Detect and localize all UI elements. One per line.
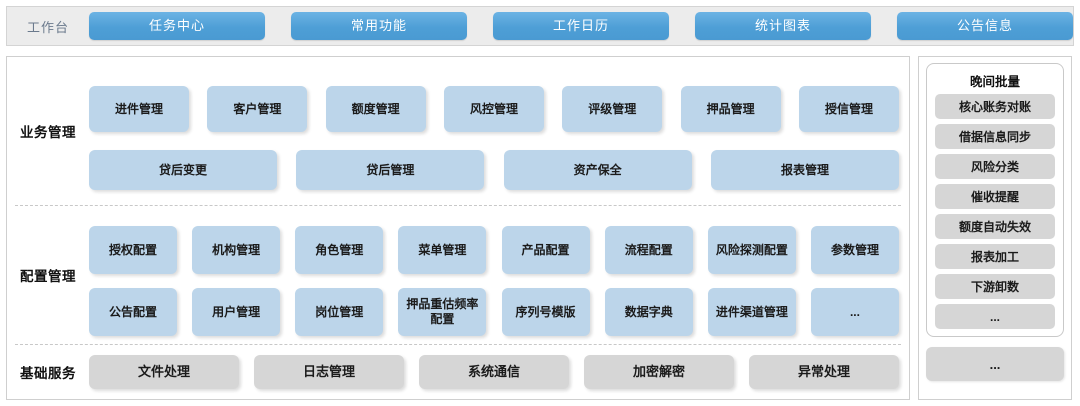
config-row-secondary: 公告配置 用户管理 岗位管理 押品重估频率配置 序列号模版 数据字典 进件渠道管… (89, 288, 899, 336)
module-card-user-management[interactable]: 用户管理 (192, 288, 281, 336)
module-card-data-dictionary[interactable]: 数据字典 (604, 288, 693, 336)
right-panel-more-card[interactable]: ... (926, 347, 1064, 381)
module-card-collateral-revaluation-frequency-config[interactable]: 押品重估频率配置 (398, 288, 487, 336)
batch-item-collection-reminder[interactable]: 催收提醒 (935, 184, 1055, 209)
business-row-primary: 进件管理 客户管理 额度管理 风控管理 评级管理 押品管理 授信管理 (89, 86, 899, 132)
section-business-management: 业务管理 进件管理 客户管理 额度管理 风控管理 评级管理 押品管理 授信管理 … (7, 57, 909, 205)
section-body-business-management: 进件管理 客户管理 额度管理 风控管理 评级管理 押品管理 授信管理 贷后变更 … (89, 72, 909, 190)
section-body-basic-services: 文件处理 日志管理 系统通信 加密解密 异常处理 (89, 355, 909, 389)
section-divider-business-config (15, 205, 901, 206)
module-card-encryption-decryption[interactable]: 加密解密 (584, 355, 734, 389)
module-card-rating-management[interactable]: 评级管理 (562, 86, 663, 132)
batch-item-report-processing[interactable]: 报表加工 (935, 244, 1055, 269)
night-batch-panel: 晚间批量 核心账务对账 借据信息同步 风险分类 催收提醒 额度自动失效 报表加工… (918, 56, 1072, 400)
night-batch-title: 晚间批量 (969, 75, 1020, 89)
module-card-post-loan-change[interactable]: 贷后变更 (89, 150, 277, 190)
batch-item-core-account-reconciliation[interactable]: 核心账务对账 (935, 94, 1055, 119)
module-card-system-communication[interactable]: 系统通信 (419, 355, 569, 389)
nav-button-announcements[interactable]: 公告信息 (897, 12, 1073, 40)
batch-item-downstream-data-unload[interactable]: 下游卸数 (935, 274, 1055, 299)
module-card-parameter-management[interactable]: 参数管理 (810, 226, 899, 274)
module-card-product-config[interactable]: 产品配置 (501, 226, 590, 274)
module-map-panel: 业务管理 进件管理 客户管理 额度管理 风控管理 评级管理 押品管理 授信管理 … (6, 56, 910, 400)
module-card-credit-granting-management[interactable]: 授信管理 (798, 86, 899, 132)
business-row-secondary: 贷后变更 贷后管理 资产保全 报表管理 (89, 150, 899, 190)
section-label-basic-services: 基础服务 (20, 366, 76, 381)
module-card-asset-preservation[interactable]: 资产保全 (503, 150, 692, 190)
batch-item-iou-info-sync[interactable]: 借据信息同步 (935, 124, 1055, 149)
module-card-process-config[interactable]: 流程配置 (604, 226, 693, 274)
module-card-customer-management[interactable]: 客户管理 (207, 86, 308, 132)
module-card-incoming-channel-management[interactable]: 进件渠道管理 (707, 288, 796, 336)
module-card-authorization-config[interactable]: 授权配置 (89, 226, 177, 274)
module-card-role-management[interactable]: 角色管理 (295, 226, 384, 274)
module-card-menu-management[interactable]: 菜单管理 (398, 226, 487, 274)
section-config-management: 配置管理 授权配置 机构管理 角色管理 菜单管理 产品配置 流程配置 风险探测配… (7, 206, 909, 344)
section-label-business-management: 业务管理 (20, 125, 76, 140)
module-card-file-processing[interactable]: 文件处理 (89, 355, 239, 389)
module-card-risk-detection-config[interactable]: 风险探测配置 (707, 226, 796, 274)
module-card-serial-number-template[interactable]: 序列号模版 (501, 288, 590, 336)
module-card-position-management[interactable]: 岗位管理 (295, 288, 384, 336)
section-basic-services: 基础服务 文件处理 日志管理 系统通信 加密解密 异常处理 (7, 345, 909, 399)
nav-button-work-calendar[interactable]: 工作日历 (493, 12, 669, 40)
batch-item-risk-classification[interactable]: 风险分类 (935, 154, 1055, 179)
module-card-exception-handling[interactable]: 异常处理 (749, 355, 899, 389)
batch-item-more[interactable]: ... (935, 304, 1055, 329)
basic-services-row: 文件处理 日志管理 系统通信 加密解密 异常处理 (89, 355, 899, 389)
module-card-credit-limit-management[interactable]: 额度管理 (325, 86, 426, 132)
section-divider-config-basic (15, 344, 901, 345)
module-card-organization-management[interactable]: 机构管理 (192, 226, 281, 274)
module-card-collateral-management[interactable]: 押品管理 (680, 86, 781, 132)
module-card-risk-control-management[interactable]: 风控管理 (443, 86, 544, 132)
nav-button-common-functions[interactable]: 常用功能 (291, 12, 467, 40)
module-card-announcement-config[interactable]: 公告配置 (89, 288, 177, 336)
module-card-report-management[interactable]: 报表管理 (710, 150, 899, 190)
module-card-config-more[interactable]: ... (810, 288, 899, 336)
module-card-post-loan-management[interactable]: 贷后管理 (296, 150, 485, 190)
section-body-config-management: 授权配置 机构管理 角色管理 菜单管理 产品配置 流程配置 风险探测配置 参数管… (89, 214, 909, 336)
batch-item-credit-limit-auto-expiry[interactable]: 额度自动失效 (935, 214, 1055, 239)
night-batch-box: 晚间批量 核心账务对账 借据信息同步 风险分类 催收提醒 额度自动失效 报表加工… (926, 63, 1064, 337)
module-card-log-management[interactable]: 日志管理 (254, 355, 404, 389)
module-card-incoming-management[interactable]: 进件管理 (89, 86, 189, 132)
workbench-label: 工作台 (26, 19, 69, 35)
config-row-primary: 授权配置 机构管理 角色管理 菜单管理 产品配置 流程配置 风险探测配置 参数管… (89, 226, 899, 274)
section-label-config-management: 配置管理 (20, 269, 76, 284)
nav-button-group: 任务中心 常用功能 工作日历 统计图表 公告信息 (89, 7, 1073, 45)
nav-button-statistics-chart[interactable]: 统计图表 (695, 12, 871, 40)
nav-button-task-center[interactable]: 任务中心 (89, 12, 265, 40)
top-navigation-bar: 工作台 任务中心 常用功能 工作日历 统计图表 公告信息 (6, 6, 1074, 46)
